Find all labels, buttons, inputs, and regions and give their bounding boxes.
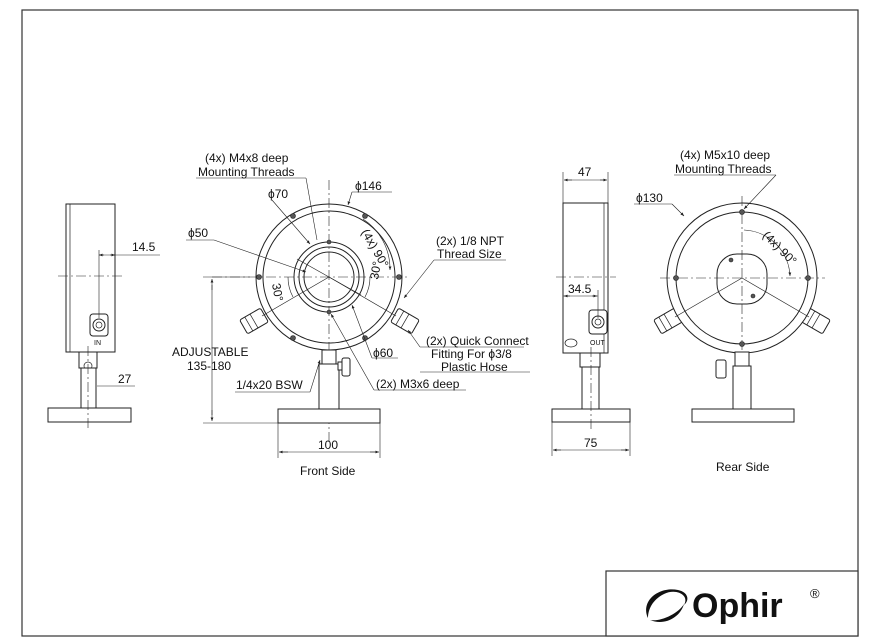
ophir-logo-text: Ophir <box>692 587 783 625</box>
right-side-view: 47 OUT 34.5 75 <box>551 165 631 456</box>
dim-14-5: 14.5 <box>132 240 156 254</box>
quick-label-3: Plastic Hose <box>441 360 508 374</box>
ophir-registered-mark: ® <box>810 586 820 601</box>
logo-block: Ophir ® <box>605 570 859 637</box>
in-label: IN <box>94 340 101 347</box>
drawing-frame <box>21 9 859 637</box>
dia130-label: ϕ130 <box>636 191 663 205</box>
rear-view: (4x) M5x10 deep Mounting Threads ϕ130 (4… <box>634 148 831 474</box>
rear-threads-label-2: Mounting Threads <box>675 162 772 176</box>
front-threads-label-1: (4x) M4x8 deep <box>205 151 289 165</box>
adjustable-label-1: ADJUSTABLE <box>172 345 248 359</box>
m3-label: (2x) M3x6 deep <box>376 377 460 391</box>
dim-47: 47 <box>578 165 592 179</box>
ophir-swoosh-icon <box>646 589 688 623</box>
adjustable-label-2: 135-180 <box>187 359 231 373</box>
quick-label-1: (2x) Quick Connect <box>426 334 529 348</box>
dim-27: 27 <box>118 372 132 386</box>
dia50-label: ϕ50 <box>188 226 208 240</box>
out-label: OUT <box>590 340 606 347</box>
dim-100: 100 <box>318 438 338 452</box>
dia146-label: ϕ146 <box>355 179 382 193</box>
dim-75: 75 <box>584 436 598 450</box>
rear-threads-label-1: (4x) M5x10 deep <box>680 148 770 162</box>
front-threads-label-2: Mounting Threads <box>198 165 295 179</box>
dim-34-5: 34.5 <box>568 282 592 296</box>
angle30-right-label: 30° <box>367 260 384 280</box>
front-caption: Front Side <box>300 464 356 478</box>
npt-label-1: (2x) 1/8 NPT <box>436 234 505 248</box>
angle30-left-label: 30° <box>269 282 286 302</box>
dia60-label: ϕ60 <box>373 346 393 360</box>
dia70-label: ϕ70 <box>268 187 288 201</box>
front-view: (4x) M4x8 deep Mounting Threads ϕ70 ϕ146… <box>172 151 530 478</box>
left-side-view: IN 14.5 27 <box>47 203 160 430</box>
rear-caption: Rear Side <box>716 460 770 474</box>
quick-label-2: Fitting For ϕ3/8 <box>431 347 512 361</box>
bsw-label: 1/4x20 BSW <box>236 378 303 392</box>
npt-label-2: Thread Size <box>437 247 502 261</box>
